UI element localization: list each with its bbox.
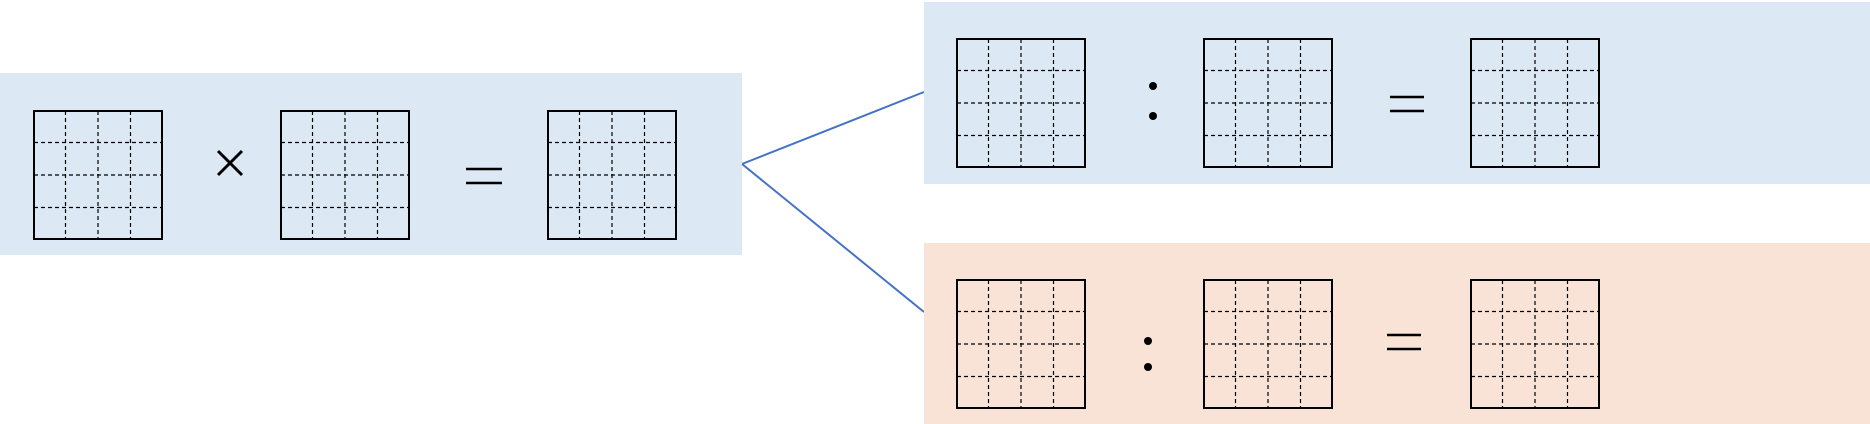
connector-line-top: [741, 91, 925, 165]
grid-border: [956, 279, 1086, 409]
colon-operator: [1143, 336, 1153, 372]
grid-svg: [1470, 38, 1600, 168]
grid-box[interactable]: [1203, 38, 1333, 168]
equals-operator: [1387, 332, 1421, 354]
grid-border: [280, 110, 410, 240]
grid-svg: [1470, 279, 1600, 409]
grid-box[interactable]: [33, 110, 163, 240]
grid-box[interactable]: [280, 110, 410, 240]
grid-box[interactable]: [1470, 38, 1600, 168]
grid-svg: [33, 110, 163, 240]
equals-operator: [1390, 94, 1424, 116]
grid-svg: [1203, 38, 1333, 168]
grid-box[interactable]: [1470, 279, 1600, 409]
multiplication-panel: [0, 73, 742, 255]
grid-border: [547, 110, 677, 240]
grid-svg: [280, 110, 410, 240]
grid-svg: [1203, 279, 1333, 409]
grid-svg: [956, 38, 1086, 168]
times-operator: [213, 146, 247, 180]
colon-operator: [1148, 81, 1158, 121]
ratio-panel-bottom: [924, 243, 1870, 424]
grid-border: [1203, 279, 1333, 409]
grid-border: [1203, 38, 1333, 168]
grid-box[interactable]: [956, 38, 1086, 168]
grid-border: [1470, 279, 1600, 409]
grid-box[interactable]: [1203, 279, 1333, 409]
grid-box[interactable]: [956, 279, 1086, 409]
grid-svg: [547, 110, 677, 240]
grid-box[interactable]: [547, 110, 677, 240]
ratio-panel-top: [924, 2, 1870, 184]
grid-border: [33, 110, 163, 240]
equals-operator: [466, 166, 502, 188]
grid-svg: [956, 279, 1086, 409]
grid-border: [956, 38, 1086, 168]
grid-border: [1470, 38, 1600, 168]
connector-line-bottom: [741, 163, 925, 313]
